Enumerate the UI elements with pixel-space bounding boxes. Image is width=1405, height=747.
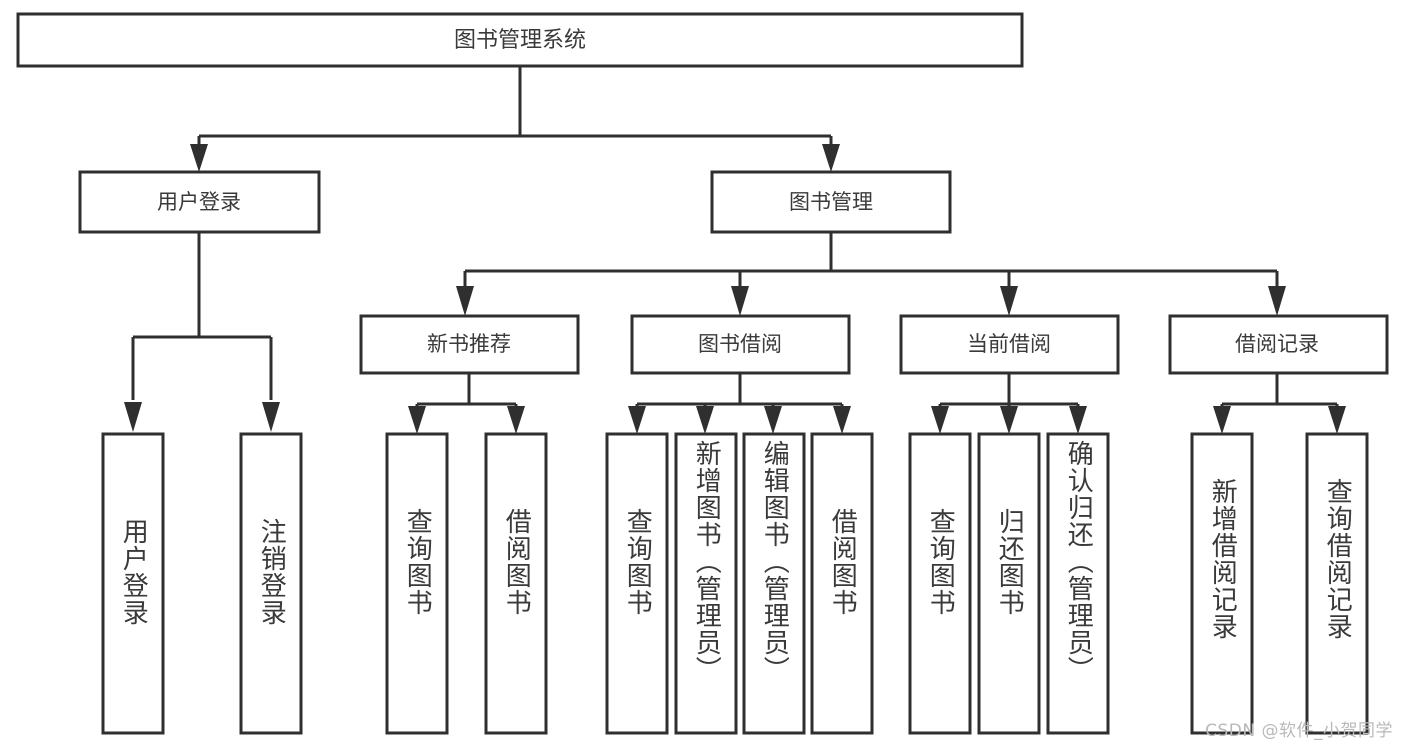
connector-group-book-borrow — [628, 373, 851, 434]
node-user-login[interactable] — [78, 170, 321, 234]
node-leaf-bookborrow-add[interactable] — [674, 432, 738, 735]
arrow-borrowrecord-c2 — [1328, 406, 1346, 434]
node-leaf-currentborrow-query[interactable] — [908, 432, 972, 735]
node-leaf-bookborrow-query[interactable] — [605, 432, 669, 735]
node-leaf-user-login-logout[interactable] — [239, 432, 303, 735]
node-leaf-newbook-borrow[interactable] — [484, 432, 548, 735]
node-current-borrow-label: 当前借阅 — [967, 332, 1051, 356]
node-new-book-recommend[interactable] — [359, 314, 580, 375]
node-leaf-user-login-login[interactable] — [101, 432, 165, 735]
node-book-borrow-label: 图书借阅 — [698, 332, 782, 356]
arrow-newbook-c1 — [408, 406, 426, 434]
connector-group-borrow-record — [1213, 373, 1346, 434]
arrow-bookborrow-c1 — [628, 406, 646, 434]
node-leaf-currentborrow-confirm[interactable] — [1046, 432, 1110, 735]
node-leaf-bookborrow-borrow[interactable] — [810, 432, 874, 735]
node-book-management-label: 图书管理 — [789, 190, 873, 214]
arrow-currentborrow-c1 — [931, 406, 949, 434]
arrow-newbook-c2 — [507, 406, 525, 434]
arrow-root-to-login — [190, 144, 208, 172]
arrow-login-child1 — [124, 402, 142, 432]
arrow-borrowrecord-c1 — [1213, 406, 1231, 434]
node-book-borrow[interactable] — [630, 314, 851, 375]
arrow-bookmgmt-c3 — [1000, 286, 1018, 316]
arrow-login-child2 — [262, 402, 280, 432]
connector-group-new-book — [408, 373, 525, 434]
node-leaf-bookborrow-edit[interactable] — [742, 432, 806, 735]
arrow-bookborrow-c3 — [764, 406, 782, 434]
node-leaf-currentborrow-return[interactable] — [977, 432, 1041, 735]
node-book-management[interactable] — [710, 170, 952, 234]
node-leaf-newbook-query[interactable] — [385, 432, 449, 735]
node-leaf-borrowrecord-query[interactable] — [1305, 432, 1369, 735]
arrow-bookmgmt-c2 — [731, 286, 749, 316]
connector-group-user-login — [124, 232, 280, 432]
arrow-currentborrow-c3 — [1069, 406, 1087, 434]
node-root-system-label: 图书管理系统 — [454, 28, 586, 53]
node-leaf-borrowrecord-add[interactable] — [1190, 432, 1254, 735]
node-current-borrow[interactable] — [899, 314, 1120, 375]
node-user-login-label: 用户登录 — [157, 190, 241, 214]
connector-group-current-borrow — [931, 373, 1087, 434]
connector-group-root — [190, 66, 840, 172]
csdn-watermark: CSDN @软件_小贺同学 — [1205, 721, 1393, 741]
arrow-bookmgmt-c4 — [1268, 286, 1286, 316]
arrow-currentborrow-c2 — [1000, 406, 1018, 434]
node-borrow-record-label: 借阅记录 — [1235, 332, 1319, 356]
connector-group-book-management — [456, 232, 1286, 316]
arrow-bookmgmt-c1 — [456, 286, 474, 316]
arrow-bookborrow-c4 — [833, 406, 851, 434]
arrow-root-to-bookmgmt — [822, 144, 840, 172]
arrow-bookborrow-c2 — [696, 406, 714, 434]
node-new-book-recommend-label: 新书推荐 — [427, 332, 511, 356]
node-borrow-record[interactable] — [1168, 314, 1389, 375]
node-root-system[interactable] — [16, 12, 1024, 68]
